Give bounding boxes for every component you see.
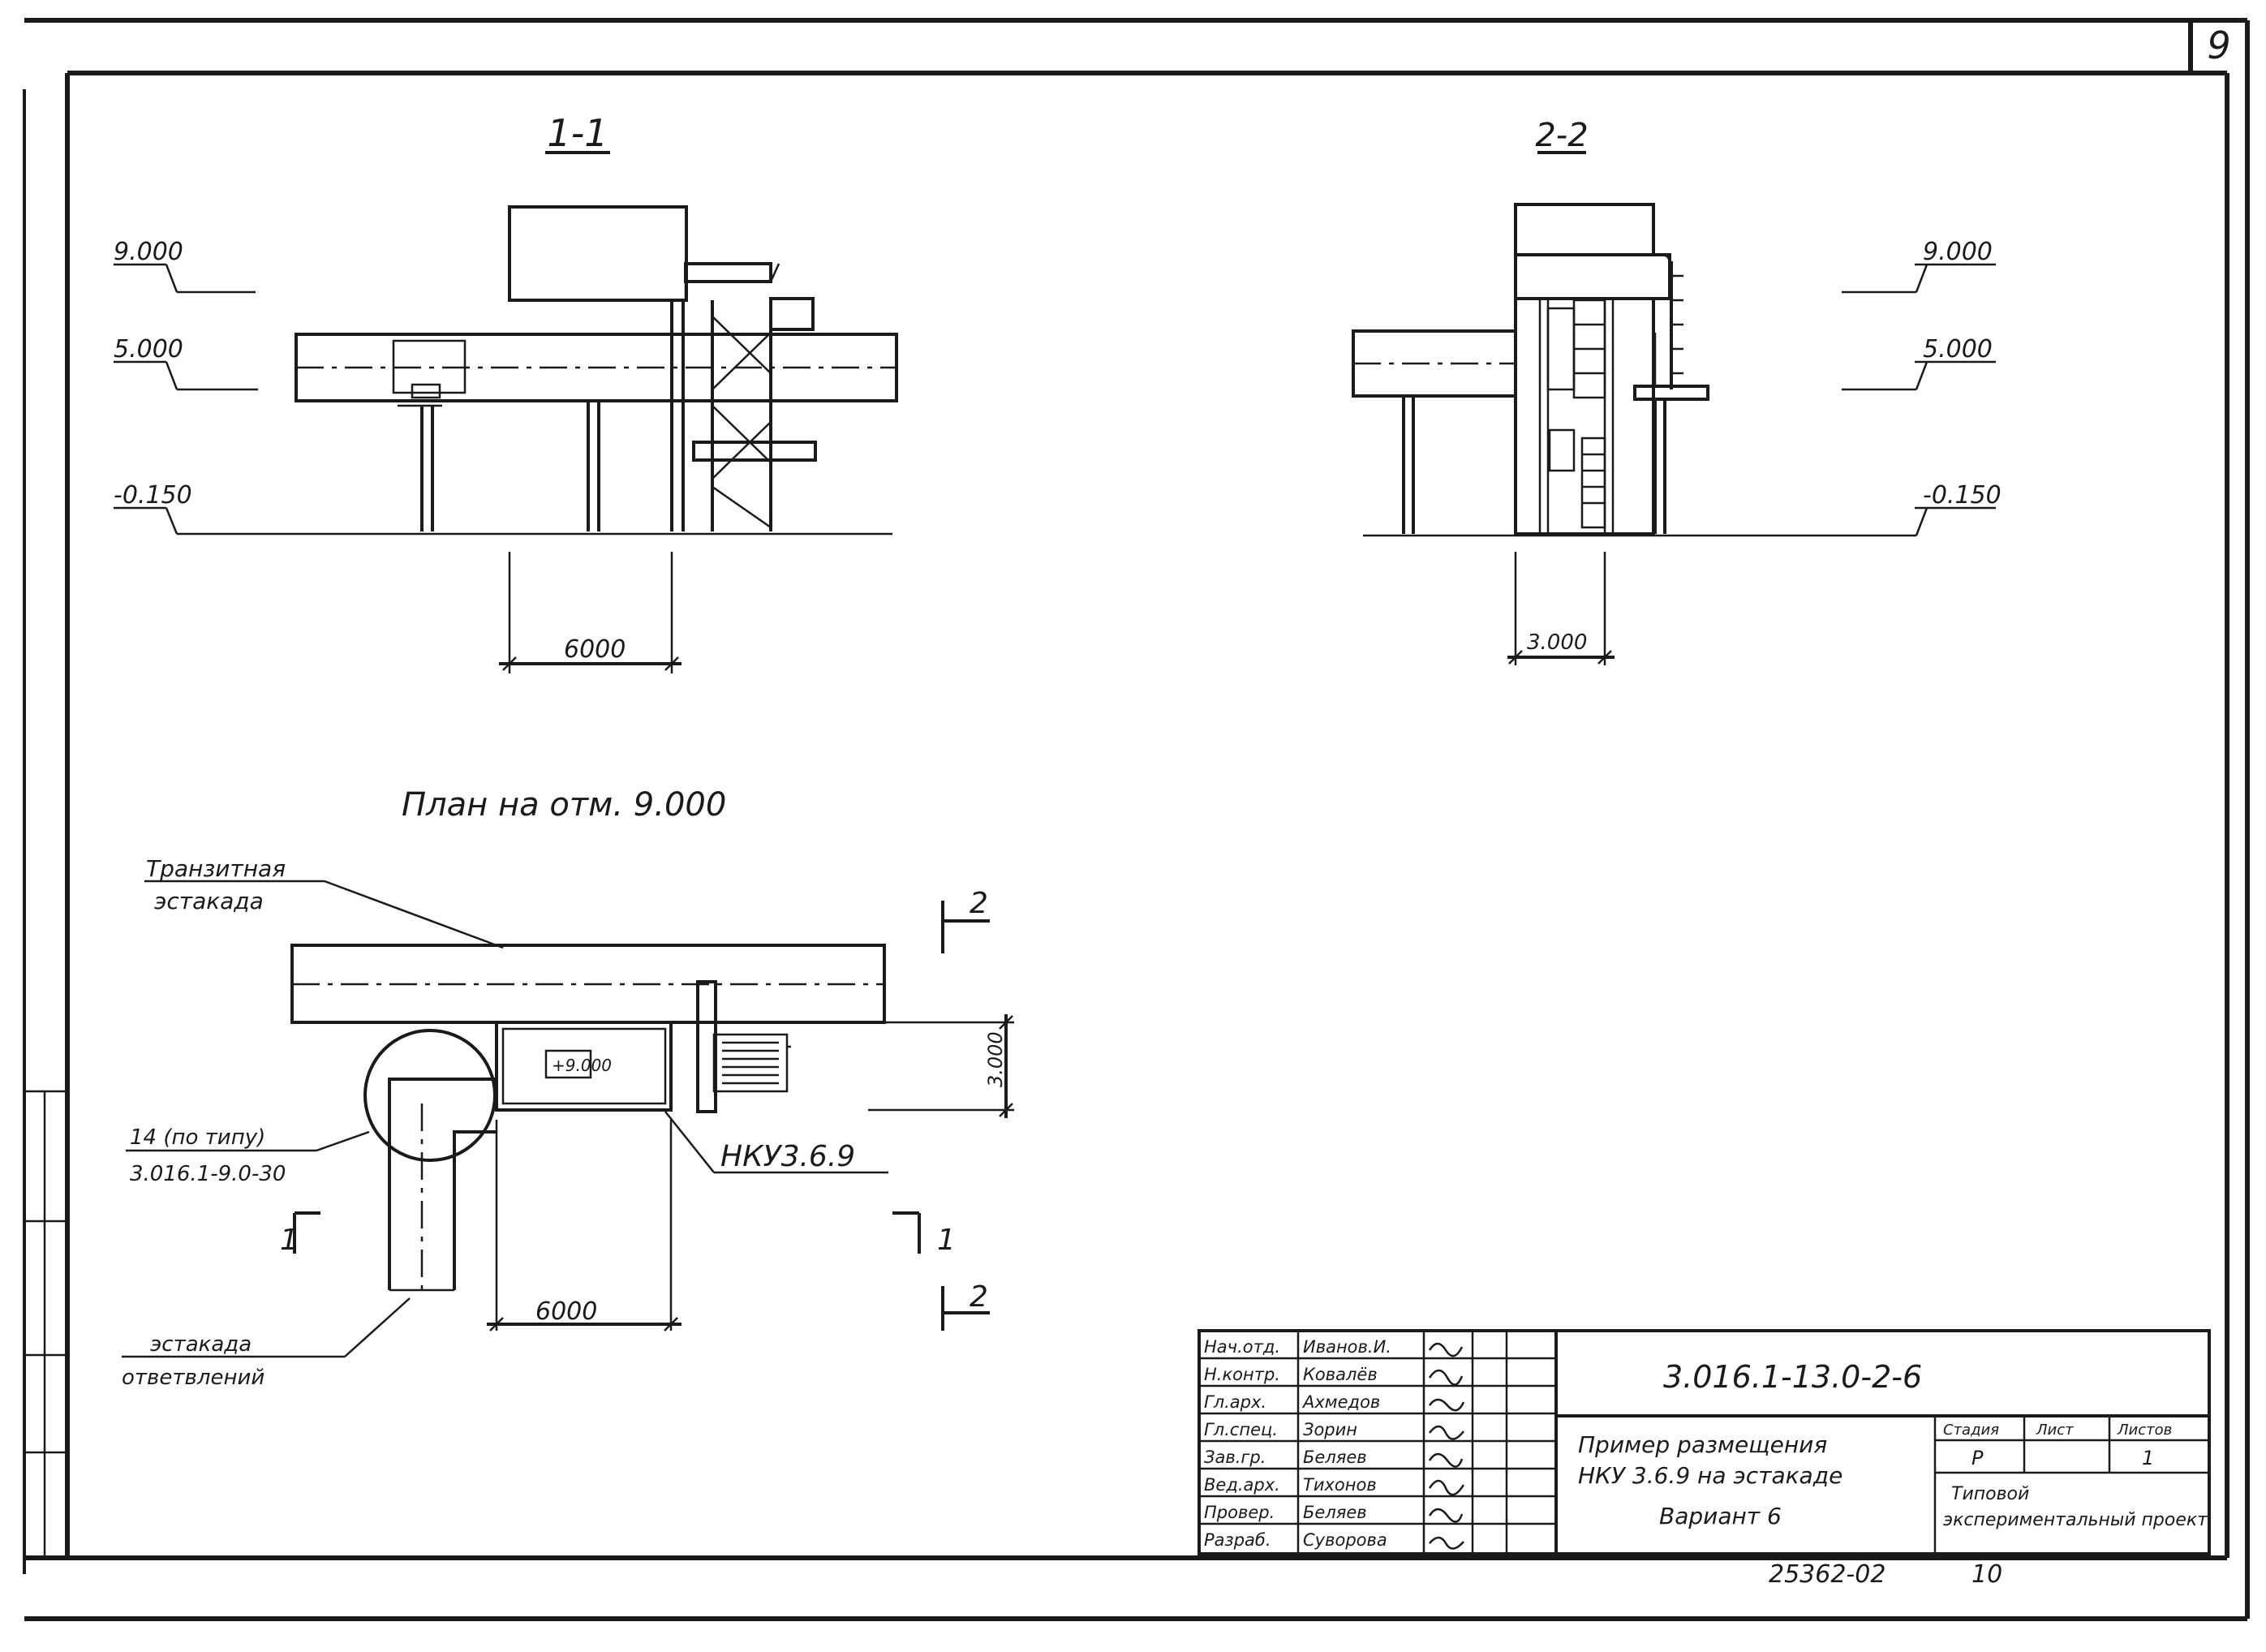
sheet-header: Лист [2036,1422,2074,1439]
plan-bottom-dimension: 6000 [535,1297,597,1326]
stamp-role: Вед.арх. [1204,1475,1280,1495]
stamp-role: Нач.отд. [1204,1337,1280,1357]
stamp-name: Беляев [1303,1448,1367,1467]
section-1-1-view: 1-1 9.000 5.000 -0.150 [114,111,898,673]
stamp-name: Ковалёв [1303,1365,1378,1384]
node-reference: 3.016.1-9.0-30 [130,1162,286,1186]
stamp-name: Суворова [1303,1530,1387,1550]
plan-side-dimension: 3.000 [984,1031,1007,1087]
organization-line2: экспериментальный проект [1943,1510,2208,1530]
sheet-frame [23,18,2250,1621]
stamp-row-1: Н.контр. Ковалёв [1204,1365,1378,1384]
stamp-name: Зорин [1303,1420,1357,1439]
unit-label: НКУ3.6.9 [720,1140,855,1173]
stamp-role: Провер. [1204,1503,1275,1522]
transit-label-line1: Транзитная [146,855,286,882]
dimension-6000-section: 6000 [564,635,626,664]
plan-title: План на отм. 9.000 [402,786,726,824]
section-2-2-title: 2-2 [1535,117,1588,154]
drawing-name-line2: НКУ 3.6.9 на эстакаде [1578,1462,1842,1489]
level-5000-right: 5.000 [1923,335,1993,364]
branch-label-line2: ответвлений [122,1366,264,1390]
archive-suffix: 10 [1971,1560,2002,1589]
drawing-name-line1: Пример размещения [1578,1431,1827,1458]
branch-label-line1: эстакада [150,1332,252,1357]
cut-mark-1-left-label: 1 [280,1224,299,1257]
level-minus-0150-right: -0.150 [1923,481,2002,510]
cut-mark-2-top-label: 2 [970,887,988,920]
page-number: 9 [2207,24,2230,67]
cut-mark-1-right-label: 1 [937,1224,956,1257]
page-number-box: 9 [2188,20,2231,73]
cut-mark-1-right: 1 [892,1211,956,1257]
stamp-role: Разраб. [1204,1530,1271,1550]
stamp-name: Тихонов [1303,1475,1377,1495]
node-label: 14 (по типу) [130,1125,265,1150]
plan-view: План на отм. 9.000 Транзитная эстакада +… [122,786,1014,1390]
document-code: 3.016.1-13.0-2-6 [1663,1359,1922,1395]
level-9000-right: 9.000 [1923,238,1993,266]
drawing-name-line3: Вариант 6 [1659,1503,1782,1529]
stamp-name: Иванов.И. [1303,1337,1391,1357]
stamp-row-4: Зав.гр. Беляев [1204,1448,1367,1467]
level-9000-left: 9.000 [114,238,183,266]
platform-level-label: +9.000 [552,1056,612,1075]
stamp-row-5: Вед.арх. Тихонов [1204,1475,1377,1495]
level-5000-left: 5.000 [114,335,183,364]
stamp-role: Н.контр. [1204,1365,1280,1384]
sheet-value: 1 [2142,1447,2154,1469]
section-1-1-title: 1-1 [547,111,608,155]
stamp-role: Зав.гр. [1204,1448,1266,1467]
stamp-role: Гл.спец. [1204,1420,1278,1439]
stamp-role: Гл.арх. [1204,1392,1266,1412]
section-2-2-view: 2-2 9.000 5.000 -0.150 [1352,117,2002,665]
stamp-name: Ахмедов [1301,1392,1380,1412]
transit-label-line2: эстакада [154,888,264,914]
cut-mark-1-left: 1 [280,1211,320,1257]
sheets-header: Листов [2117,1422,2172,1439]
title-block: Нач.отд. Иванов.И. Н.контр. Ковалёв Гл.а… [1197,1329,2211,1555]
stamp-row-7: Разраб. Суворова [1204,1530,1387,1550]
organization-line1: Типовой [1951,1484,2029,1504]
level-minus-0150-left: -0.150 [114,481,192,510]
cut-mark-2-bottom: 2 [941,1280,990,1331]
stage-header: Стадия [1943,1422,1999,1439]
cut-mark-2-top: 2 [941,887,990,953]
dimension-3000-section: 3.000 [1527,630,1587,655]
stamp-row-3: Гл.спец. Зорин [1204,1420,1357,1439]
signature-marks [1428,1342,1465,1550]
stamp-name: Беляев [1303,1503,1367,1522]
archive-number: 25362-02 [1769,1560,1885,1589]
cut-mark-2-bottom-label: 2 [970,1280,988,1314]
stamp-row-2: Гл.арх. Ахмедов [1204,1392,1380,1412]
stamp-row-6: Провер. Беляев [1204,1503,1367,1522]
stage-value: Р [1971,1447,1984,1469]
stamp-row-0: Нач.отд. Иванов.И. [1204,1337,1391,1357]
